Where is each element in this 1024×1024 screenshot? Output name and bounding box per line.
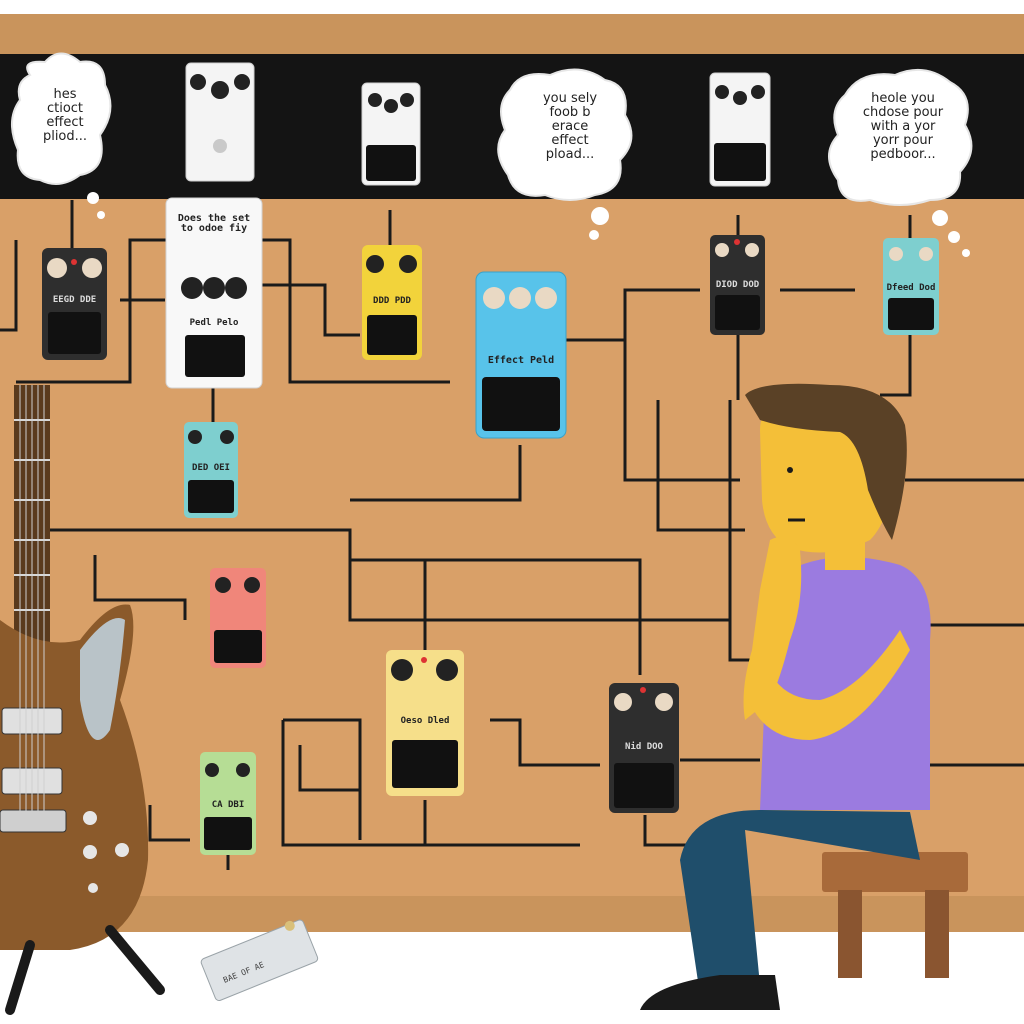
guitar-stand [5,925,165,1015]
pedal-dark-right-top-label: DIOD DOD [715,280,760,290]
thought-bubble-left [11,52,112,219]
shoe [640,975,780,1010]
electric-guitar [0,385,165,1015]
thought-bubble-right [828,68,973,257]
pedal-coral [210,568,266,668]
board-bottom-frame [0,896,1024,932]
pedal-yellow-top-label: DDD PDD [373,296,411,306]
pedal-dark-right-top [710,235,765,335]
pedal-dark-left-label: EEGD DDE [52,295,97,305]
pedal-blue-large-label: Effect Peld [487,355,555,366]
pedal-white-top-right [709,72,771,187]
pedal-yellow-top [362,245,422,360]
thought-text-center: you sely foob b erace effect pload... [542,91,598,162]
pedal-teal-right-label: Dfeed Dod [886,283,936,293]
pedal-white-top-left [185,62,255,182]
hair [745,383,907,540]
pedal-white-top-center [361,82,421,186]
shirt [760,557,931,810]
stool [822,852,968,978]
pedal-white-large-label: Does the set to odoe fiy [177,213,251,234]
card-on-floor [200,919,319,1002]
pedal-teal-left [184,422,238,518]
eye [787,467,793,473]
pickguard [80,618,125,740]
pedal-yellow-bottom-label: Oeso Dled [400,716,450,726]
jeans [680,810,920,995]
pedal-teal-left-label: DED OEI [192,463,230,473]
pedal-green [200,752,256,855]
pedal-green-label: CA DBI [211,800,245,810]
pedal-white-large [165,197,263,389]
pedal-teal-right [883,238,939,335]
thought-bubble-center [497,68,633,240]
pedal-dark-right-bottom-label: Nid DOO [625,742,663,752]
forearm [745,630,910,740]
pedal-yellow-bottom [386,650,464,796]
thinking-hand [743,536,802,720]
pedal-blue-large [475,271,567,439]
thought-text-right: heole you chdose pour with a yor yorr po… [862,91,944,162]
thinking-person [640,383,931,1010]
pedal-dark-right-bottom [609,683,679,813]
thought-text-left: hes ctioct effect pliod... [42,87,88,144]
pedal-dark-left [42,248,107,360]
pedal-white-large-sublabel: Pedl Pelo [189,318,239,328]
